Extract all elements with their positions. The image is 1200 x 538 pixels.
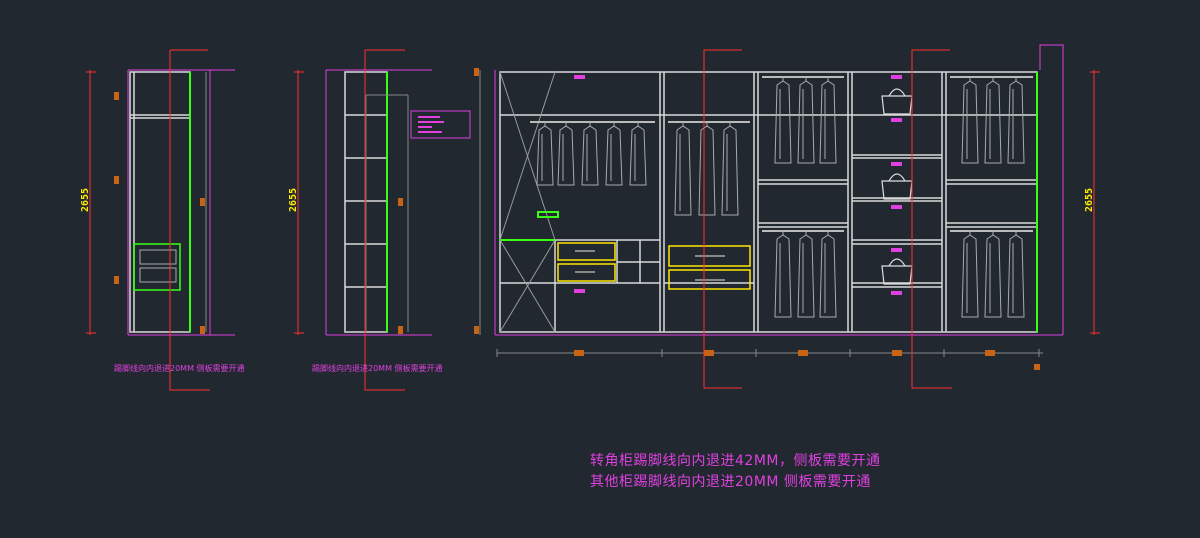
- handbag-icon: [881, 258, 913, 285]
- corner-diagonals: [499, 71, 556, 333]
- garment-icon: [721, 122, 739, 216]
- middle-side-elevation: 2655 踢脚线向: [288, 49, 471, 391]
- left-height-label: 2655: [80, 188, 91, 212]
- front-elevation: 2655: [474, 44, 1100, 389]
- hanging-clothes: [536, 77, 1025, 318]
- handbags: [881, 88, 913, 285]
- middle-height-dimension: [294, 70, 304, 335]
- garment-icon: [819, 77, 837, 164]
- middle-caption: 踢脚线向内退进20MM 侧板需要开通: [312, 363, 443, 373]
- left-magenta-outline: [127, 69, 235, 336]
- front-magenta-outline: [494, 44, 1064, 336]
- middle-annotation-box: [410, 110, 471, 139]
- magenta-marks: [574, 75, 902, 295]
- garment-icon: [674, 122, 692, 216]
- garment-icon: [536, 122, 554, 186]
- middle-markers: [398, 198, 403, 334]
- left-height-dimension: [86, 70, 96, 335]
- garment-icon: [984, 231, 1002, 318]
- middle-height-label: 2655: [288, 188, 299, 212]
- left-leader: [169, 50, 210, 391]
- garment-icon: [1007, 231, 1025, 318]
- right-height-label: 2655: [1084, 188, 1095, 212]
- front-bottom-ruler: [496, 349, 1043, 370]
- garment-icon: [1007, 77, 1025, 164]
- garment-icon: [961, 77, 979, 164]
- drawer-handles: [575, 250, 725, 281]
- handbag-icon: [881, 88, 913, 115]
- garment-icon: [984, 77, 1002, 164]
- note-line-2: 其他柜踢脚线向内退进20MM 侧板需要开通: [590, 474, 871, 490]
- left-caption: 踢脚线向内退进20MM 侧板需要开通: [114, 363, 245, 373]
- right-height-dimension: [1090, 70, 1100, 335]
- garment-icon: [819, 231, 837, 318]
- garment-icon: [774, 231, 792, 318]
- garment-icon: [961, 231, 979, 318]
- garment-icon: [774, 77, 792, 164]
- note-line-1: 转角柜踢脚线向内退进42MM，侧板需要开通: [590, 453, 881, 469]
- garment-icon: [629, 122, 647, 186]
- garment-icon: [797, 231, 815, 318]
- hanging-rods: [530, 76, 1033, 232]
- handbag-icon: [881, 173, 913, 200]
- garment-icon: [605, 122, 623, 186]
- garment-icon: [557, 122, 575, 186]
- front-green-highlights: [500, 72, 1038, 332]
- front-leaders: [703, 49, 952, 389]
- garment-icon: [797, 77, 815, 164]
- front-drawers: [557, 242, 751, 290]
- left-markers: [114, 92, 205, 334]
- garment-icon: [698, 122, 716, 216]
- left-cabinet-body: [129, 71, 191, 333]
- left-side-elevation: 2655: [80, 49, 245, 391]
- middle-leader: [364, 50, 405, 391]
- middle-magenta-outline: [325, 69, 432, 336]
- left-drawer-block: [133, 243, 181, 291]
- garment-icon: [581, 122, 599, 186]
